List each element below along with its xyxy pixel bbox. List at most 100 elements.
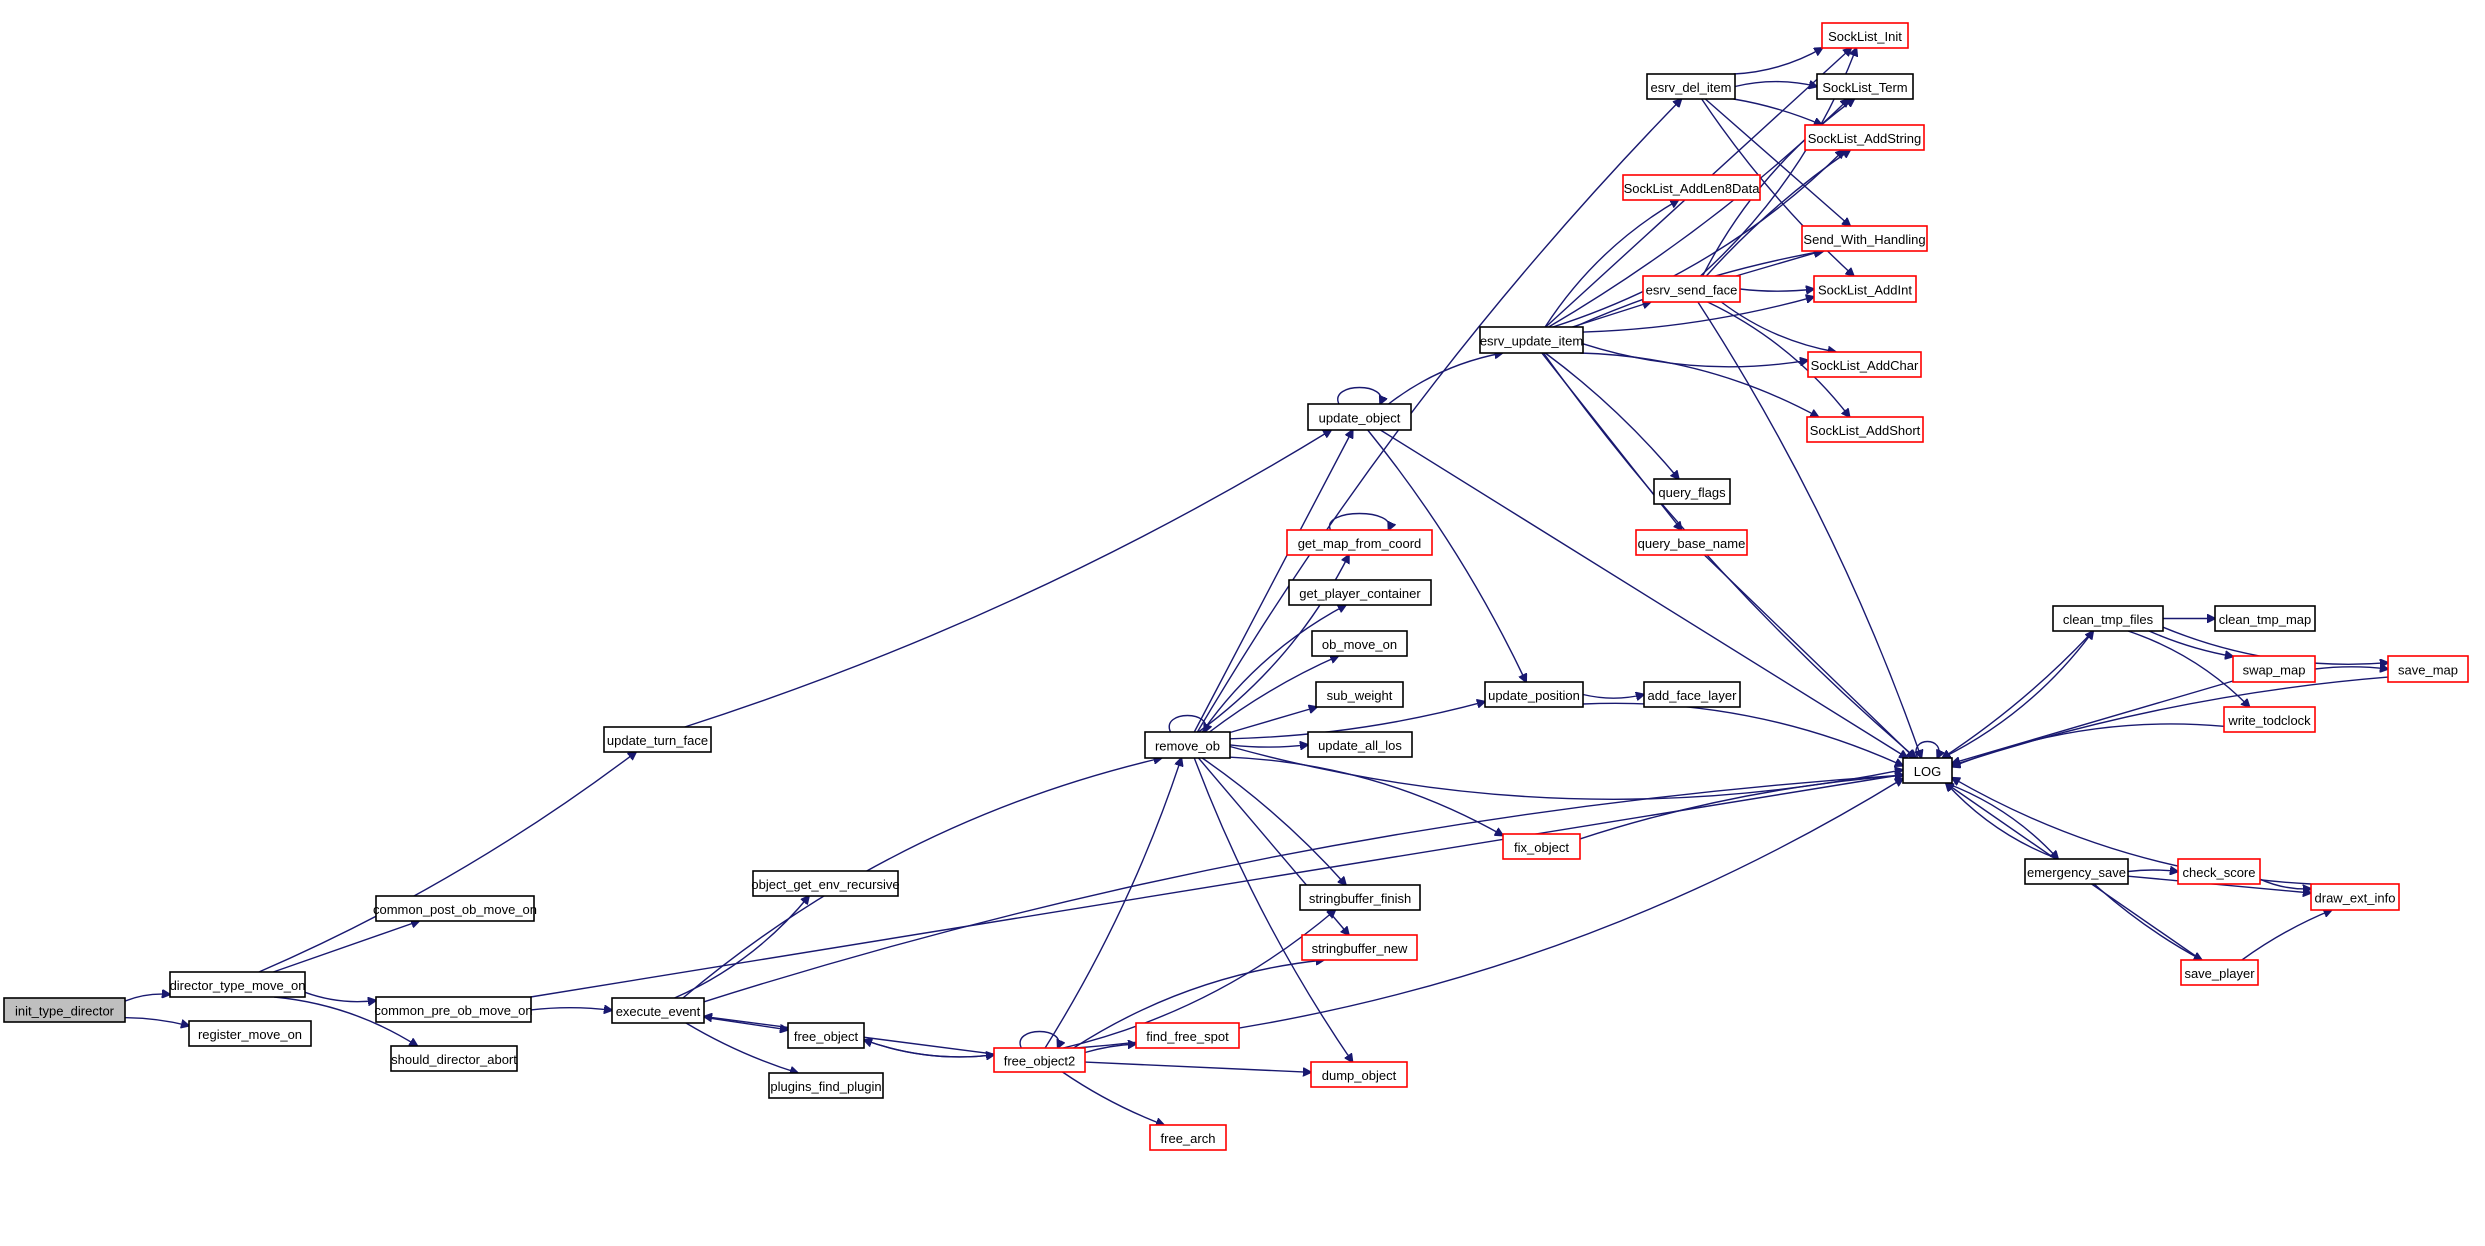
node-socklist-addlen8data[interactable]: SockList_AddLen8Data xyxy=(1622,174,1761,201)
node-box[interactable] xyxy=(768,1072,884,1099)
node-box[interactable] xyxy=(1643,681,1741,708)
node-free-arch[interactable]: free_arch xyxy=(1149,1124,1227,1151)
node-remove-ob[interactable]: remove_ob xyxy=(1144,731,1231,759)
node-sub-weight[interactable]: sub_weight xyxy=(1315,681,1404,708)
node-fix-object[interactable]: fix_object xyxy=(1502,833,1581,860)
node-box[interactable] xyxy=(1479,326,1584,354)
node-draw-ext-info[interactable]: draw_ext_info xyxy=(2310,883,2400,911)
node-stringbuffer-new[interactable]: stringbuffer_new xyxy=(1301,934,1418,961)
node-box[interactable] xyxy=(1135,1022,1240,1049)
node-write-todclock[interactable]: write_todclock xyxy=(2223,706,2316,733)
node-box[interactable] xyxy=(1902,757,1953,784)
node-socklist-term[interactable]: SockList_Term xyxy=(1816,73,1914,100)
node-socklist-init[interactable]: SockList_Init xyxy=(1821,22,1909,49)
node-box[interactable] xyxy=(1635,529,1748,556)
node-init-type-director[interactable]: init_type_director xyxy=(3,997,126,1023)
node-box[interactable] xyxy=(2232,655,2316,683)
node-box[interactable] xyxy=(1288,579,1432,606)
node-box[interactable] xyxy=(2214,605,2316,632)
node-esrv-update-item[interactable]: esrv_update_item xyxy=(1479,326,1584,354)
node-common-post-ob-move-on[interactable]: common_post_ob_move_on xyxy=(373,895,537,922)
node-box[interactable] xyxy=(188,1020,312,1047)
node-update-position[interactable]: update_position xyxy=(1484,681,1584,708)
node-find-free-spot[interactable]: find_free_spot xyxy=(1135,1022,1240,1049)
node-stringbuffer-finish[interactable]: stringbuffer_finish xyxy=(1299,884,1421,911)
node-box[interactable] xyxy=(2052,605,2164,632)
node-box[interactable] xyxy=(1821,22,1909,49)
node-emergency-save[interactable]: emergency_save xyxy=(2024,858,2129,885)
node-box[interactable] xyxy=(1307,403,1412,431)
node-box[interactable] xyxy=(2310,883,2400,911)
node-box[interactable] xyxy=(2387,655,2469,683)
node-box[interactable] xyxy=(1816,73,1914,100)
node-box[interactable] xyxy=(375,895,535,922)
node-get-map-from-coord[interactable]: get_map_from_coord xyxy=(1286,529,1433,556)
node-socklist-addchar[interactable]: SockList_AddChar xyxy=(1807,351,1922,378)
node-box[interactable] xyxy=(1144,731,1231,759)
node-box[interactable] xyxy=(1502,833,1581,860)
node-box[interactable] xyxy=(3,997,126,1023)
node-box[interactable] xyxy=(1299,884,1421,911)
node-box[interactable] xyxy=(1807,351,1922,378)
node-execute-event[interactable]: execute_event xyxy=(611,997,705,1024)
node-box[interactable] xyxy=(375,996,532,1023)
node-box[interactable] xyxy=(2223,706,2316,733)
node-get-player-container[interactable]: get_player_container xyxy=(1288,579,1432,606)
node-add-face-layer[interactable]: add_face_layer xyxy=(1643,681,1741,708)
node-should-director-abort[interactable]: should_director_abort xyxy=(390,1045,518,1072)
node-plugins-find-plugin[interactable]: plugins_find_plugin xyxy=(768,1072,884,1099)
node-query-base-name[interactable]: query_base_name xyxy=(1635,529,1748,556)
node-box[interactable] xyxy=(993,1047,1086,1073)
node-box[interactable] xyxy=(752,870,899,897)
node-dump-object[interactable]: dump_object xyxy=(1310,1061,1408,1088)
node-save-map[interactable]: save_map xyxy=(2387,655,2469,683)
node-box[interactable] xyxy=(603,726,712,753)
node-box[interactable] xyxy=(1315,681,1404,708)
node-box[interactable] xyxy=(1149,1124,1227,1151)
node-box[interactable] xyxy=(1484,681,1584,708)
node-clean-tmp-files[interactable]: clean_tmp_files xyxy=(2052,605,2164,632)
node-esrv-del-item[interactable]: esrv_del_item xyxy=(1646,73,1736,100)
node-save-player[interactable]: save_player xyxy=(2180,959,2259,986)
node-box[interactable] xyxy=(1801,225,1928,252)
node-clean-tmp-map[interactable]: clean_tmp_map xyxy=(2214,605,2316,632)
node-socklist-addstring[interactable]: SockList_AddString xyxy=(1804,124,1925,151)
node-box[interactable] xyxy=(1307,731,1413,758)
node-box[interactable] xyxy=(2024,858,2129,885)
node-query-flags[interactable]: query_flags xyxy=(1653,478,1731,505)
node-director-type-move-on[interactable]: director_type_move_on xyxy=(169,971,306,998)
node-box[interactable] xyxy=(2177,858,2261,885)
node-box[interactable] xyxy=(1301,934,1418,961)
node-box[interactable] xyxy=(1622,174,1761,201)
node-box[interactable] xyxy=(787,1022,865,1049)
node-box[interactable] xyxy=(1813,275,1917,303)
node-socklist-addshort[interactable]: SockList_AddShort xyxy=(1806,416,1924,443)
node-send-with-handling[interactable]: Send_With_Handling xyxy=(1801,225,1928,252)
node-register-move-on[interactable]: register_move_on xyxy=(188,1020,312,1047)
node-esrv-send-face[interactable]: esrv_send_face xyxy=(1642,275,1741,303)
node-box[interactable] xyxy=(1311,630,1408,657)
node-free-object2[interactable]: free_object2 xyxy=(993,1047,1086,1073)
node-box[interactable] xyxy=(2180,959,2259,986)
node-box[interactable] xyxy=(1310,1061,1408,1088)
node-swap-map[interactable]: swap_map xyxy=(2232,655,2316,683)
node-log[interactable]: LOG xyxy=(1902,757,1953,784)
node-ob-move-on[interactable]: ob_move_on xyxy=(1311,630,1408,657)
node-update-object[interactable]: update_object xyxy=(1307,403,1412,431)
node-box[interactable] xyxy=(1286,529,1433,556)
node-socklist-addint[interactable]: SockList_AddInt xyxy=(1813,275,1917,303)
node-object-get-env-recursive[interactable]: object_get_env_recursive xyxy=(751,870,900,897)
node-box[interactable] xyxy=(1646,73,1736,100)
node-update-turn-face[interactable]: update_turn_face xyxy=(603,726,712,753)
node-update-all-los[interactable]: update_all_los xyxy=(1307,731,1413,758)
node-box[interactable] xyxy=(1653,478,1731,505)
node-box[interactable] xyxy=(1642,275,1741,303)
node-box[interactable] xyxy=(390,1045,518,1072)
node-common-pre-ob-move-on[interactable]: common_pre_ob_move_on xyxy=(374,996,533,1023)
node-box[interactable] xyxy=(169,971,306,998)
node-check-score[interactable]: check_score xyxy=(2177,858,2261,885)
node-box[interactable] xyxy=(611,997,705,1024)
node-free-object[interactable]: free_object xyxy=(787,1022,865,1049)
node-box[interactable] xyxy=(1804,124,1925,151)
node-box[interactable] xyxy=(1806,416,1924,443)
